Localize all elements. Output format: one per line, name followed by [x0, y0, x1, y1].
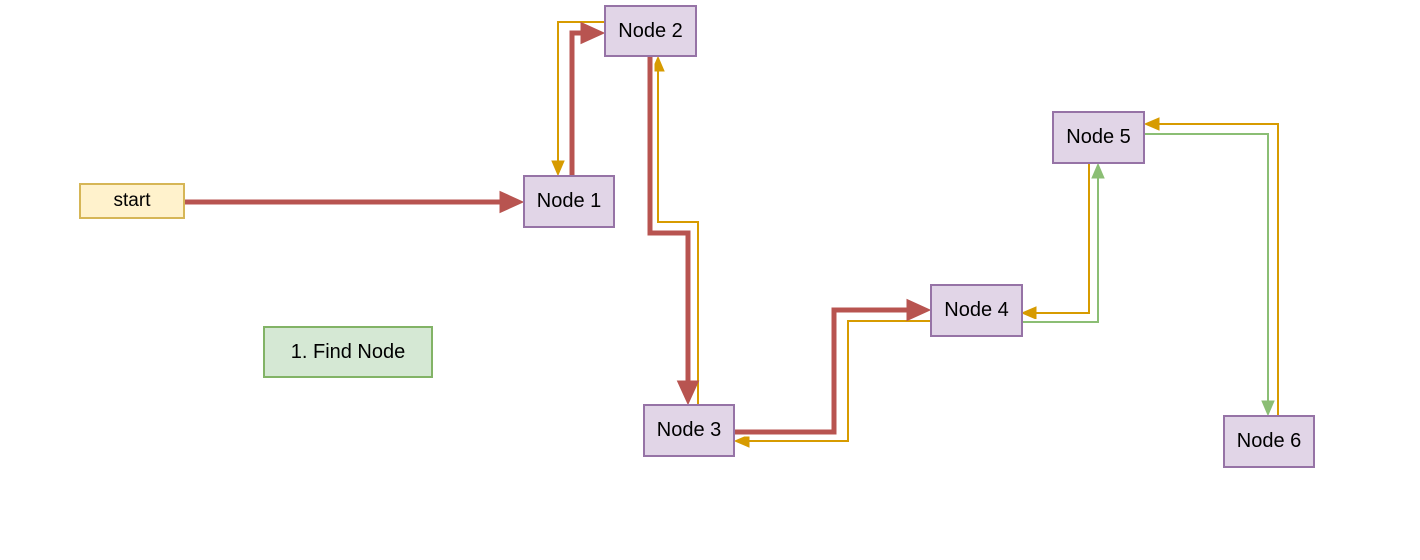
edge-node4-node3[interactable]: [733, 318, 930, 448]
node-1[interactable]: Node 1: [523, 175, 615, 228]
edge-node6-node5[interactable]: [1143, 117, 1281, 415]
node-2[interactable]: Node 2: [604, 5, 697, 57]
edge-node5-node6[interactable]: [1145, 131, 1275, 417]
node-5[interactable]: Node 5: [1052, 111, 1145, 164]
edge-node2-node1[interactable]: [551, 19, 604, 177]
edge-node4-node5[interactable]: [1023, 162, 1105, 325]
edge-node1-node2[interactable]: [567, 21, 606, 176]
node-3[interactable]: Node 3: [643, 404, 735, 457]
start-node[interactable]: start: [79, 183, 185, 219]
node-6[interactable]: Node 6: [1223, 415, 1315, 468]
node-4[interactable]: Node 4: [930, 284, 1023, 337]
edge-node5-node4[interactable]: [1020, 164, 1092, 320]
step-1-find-node[interactable]: 1. Find Node: [263, 326, 433, 378]
edge-node3-node4[interactable]: [735, 298, 932, 437]
edge-node3-node2[interactable]: [651, 55, 701, 404]
edge-start-node1[interactable]: [185, 190, 525, 214]
edge-node2-node3[interactable]: [645, 57, 700, 406]
